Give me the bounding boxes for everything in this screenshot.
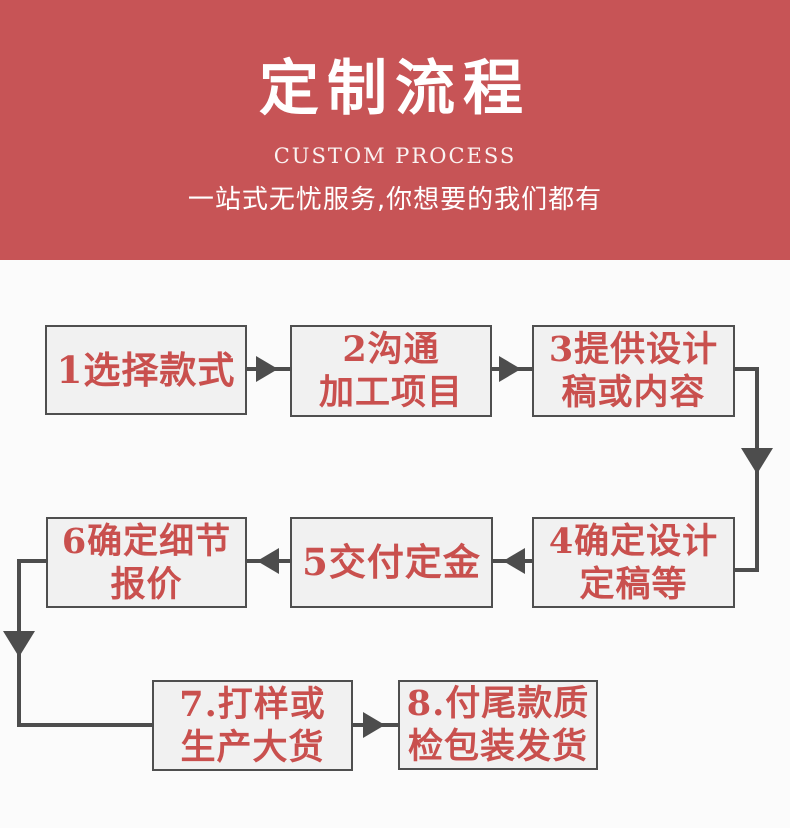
flow-step-3-provide-design: 3提供设计 稿或内容 xyxy=(532,325,735,417)
flow-step-2-label: 2沟通 xyxy=(342,329,440,370)
flow-step-2-communicate: 2沟通 加工项目 xyxy=(290,325,492,417)
arrow-right-icon-2-3 xyxy=(499,356,521,382)
flow-step-7-label-2: 生产大货 xyxy=(180,726,325,768)
flow-step-6-confirm-details: 6确定细节 报价 xyxy=(46,517,247,608)
flow-step-2-label-2: 加工项目 xyxy=(318,372,463,413)
flow-step-1-select-style: 1选择款式 xyxy=(45,325,247,415)
page-title: 定制流程 xyxy=(259,54,531,124)
header-banner: 定制流程 CUSTOM PROCESS 一站式无忧服务,你想要的我们都有 xyxy=(0,0,790,260)
flow-step-5-pay-deposit: 5交付定金 xyxy=(290,517,493,608)
flow-step-8-label-2: 检包装发货 xyxy=(407,726,588,767)
arrow-right-icon-7-8 xyxy=(363,712,385,738)
flow-step-7-label: 7.打样或 xyxy=(179,683,326,725)
connector-line-6-elbow-top xyxy=(17,559,48,563)
flow-step-8-label: 8.付尾款质 xyxy=(406,683,590,724)
arrow-left-icon-5-6 xyxy=(257,548,279,574)
flow-step-3-label: 3提供设计 xyxy=(548,329,719,370)
arrow-right-icon-1-2 xyxy=(256,356,278,382)
flow-step-4-label-2: 定稿等 xyxy=(579,563,688,605)
flow-step-3-label-2: 稿或内容 xyxy=(561,372,706,413)
arrow-down-icon-6-7 xyxy=(3,631,35,657)
arrow-left-icon-4-5 xyxy=(503,548,525,574)
flow-step-6-label: 6确定细节 xyxy=(61,520,232,562)
flow-step-1-label: 1选择款式 xyxy=(56,347,236,392)
flow-step-8-balance-shipping: 8.付尾款质 检包装发货 xyxy=(398,680,598,770)
header-subtitle-zh: 一站式无忧服务,你想要的我们都有 xyxy=(187,185,603,215)
flow-step-4-confirm-design: 4确定设计 定稿等 xyxy=(532,517,735,608)
flow-step-4-label: 4确定设计 xyxy=(548,520,719,562)
flow-step-5-label: 5交付定金 xyxy=(302,540,481,584)
header-subtitle-en: CUSTOM PROCESS xyxy=(273,144,517,168)
flow-step-7-sample-production: 7.打样或 生产大货 xyxy=(152,680,353,771)
connector-line-4-elbow-bottom xyxy=(733,568,759,572)
connector-line-3-elbow-top xyxy=(733,367,759,371)
connector-line-7-elbow-bottom xyxy=(17,723,154,727)
flow-step-6-label-2: 报价 xyxy=(110,563,183,605)
arrow-down-icon-3-4 xyxy=(741,448,773,474)
